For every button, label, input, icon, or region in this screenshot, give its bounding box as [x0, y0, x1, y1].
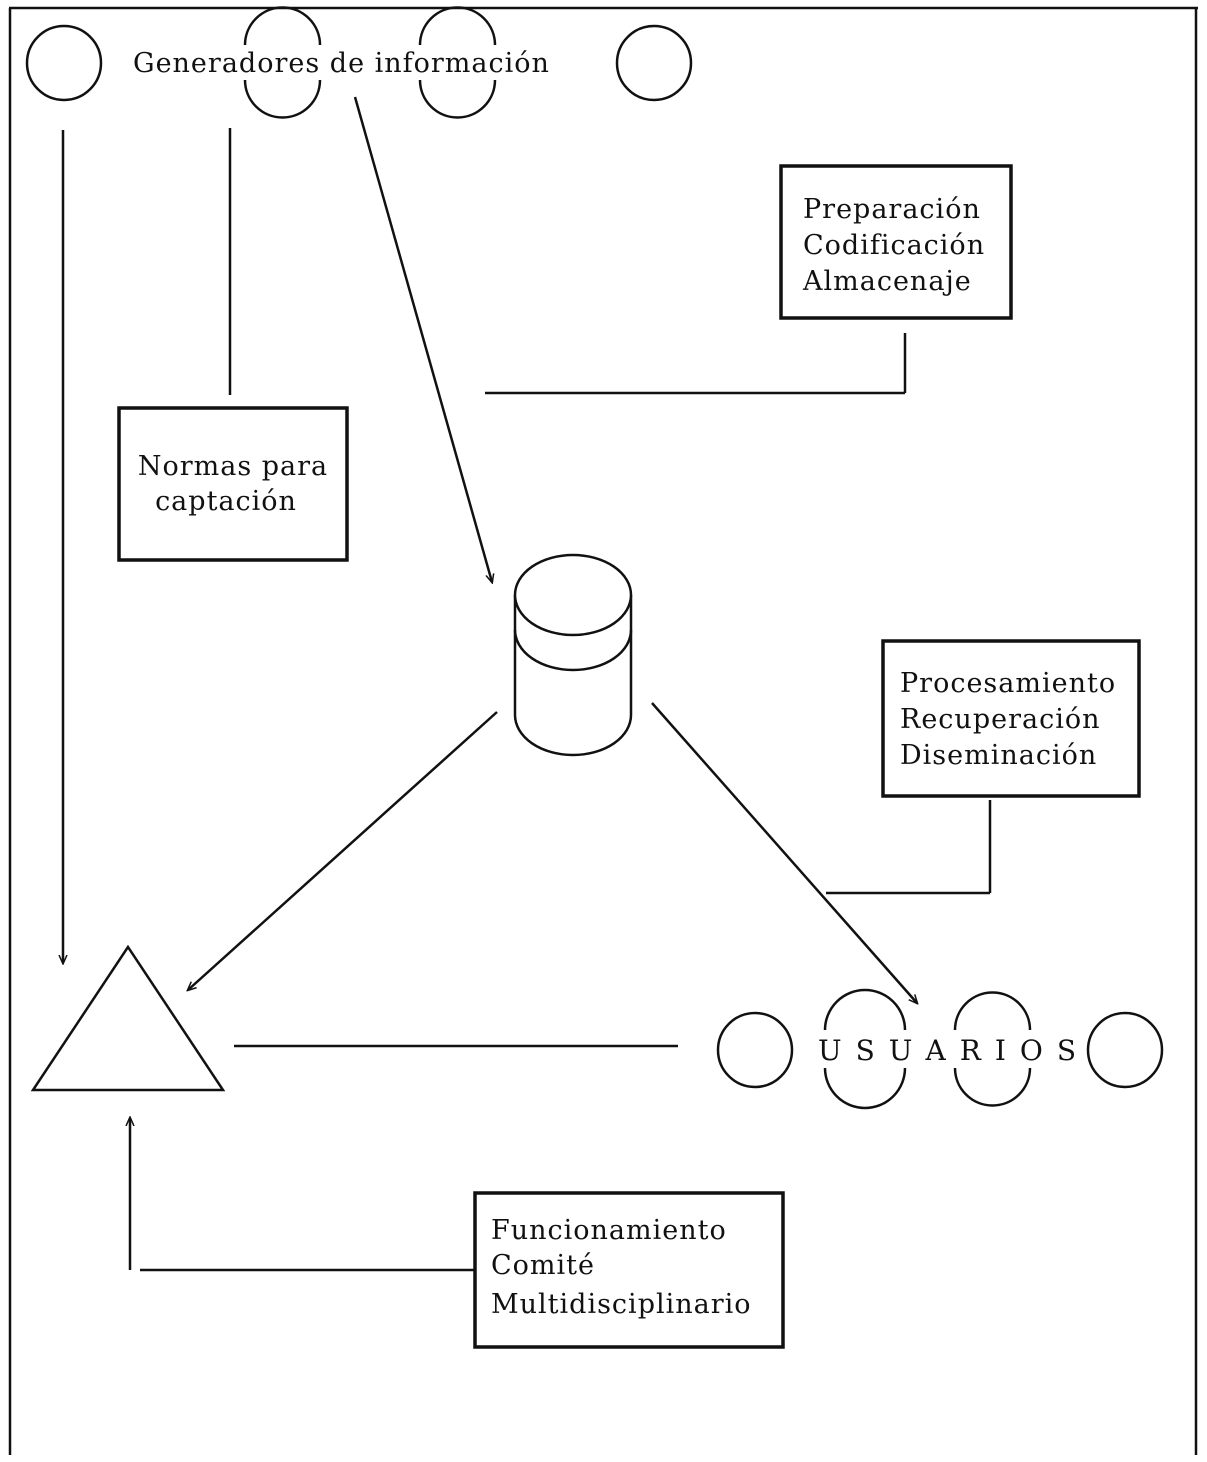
- normas-box: Normas para captación: [117, 406, 349, 562]
- database-cylinder: [513, 553, 633, 757]
- generator-arc-bottom-2: [418, 79, 497, 119]
- users-circle-right: [1086, 1011, 1164, 1089]
- cylinder-ring: [513, 629, 633, 672]
- connector-generators-to-database: [353, 96, 492, 582]
- users-node: USUARIOS: [716, 988, 1164, 1110]
- funcionamiento-line-3: Multidisciplinario: [491, 1289, 752, 1320]
- preparacion-line-2: Codificación: [803, 230, 985, 261]
- procesamiento-line-3: Diseminación: [900, 740, 1097, 771]
- generator-circle-left: [25, 24, 103, 102]
- generator-arc-bottom-1: [243, 79, 322, 119]
- preparacion-box-frame: [779, 164, 1013, 320]
- preparacion-box: Preparación Codificación Almacenaje: [779, 164, 1013, 320]
- funcionamiento-line-1: Funcionamiento: [491, 1215, 727, 1246]
- users-label: USUARIOS: [818, 1034, 1090, 1067]
- committee-triangle: [30, 944, 226, 1092]
- generators-label: Generadores de información: [133, 48, 550, 79]
- procesamiento-box-frame: [881, 639, 1141, 798]
- generator-arc-top-2: [418, 6, 497, 46]
- cylinder-body: [513, 595, 633, 757]
- users-arc-bottom-2: [953, 1067, 1032, 1107]
- users-arc-top-2: [953, 991, 1032, 1031]
- connector-database-to-users: [651, 702, 917, 1003]
- procesamiento-line-1: Procesamiento: [900, 668, 1116, 699]
- preparacion-line-3: Almacenaje: [802, 266, 972, 297]
- users-circle-left: [716, 1011, 794, 1089]
- procesamiento-box: Procesamiento Recuperación Diseminación: [881, 639, 1141, 798]
- normas-box-frame: [117, 406, 349, 562]
- information-generators-node: Generadores de información: [25, 6, 693, 119]
- normas-line-1: Normas para: [138, 451, 328, 482]
- users-arc-top-1: [823, 988, 907, 1031]
- generator-arc-top-1: [243, 6, 322, 46]
- normas-line-2: captación: [155, 486, 297, 517]
- procesamiento-line-2: Recuperación: [900, 704, 1101, 735]
- preparacion-line-1: Preparación: [803, 194, 981, 225]
- funcionamiento-line-2: Comité: [491, 1250, 595, 1281]
- generator-circle-right: [615, 24, 693, 102]
- funcionamiento-box: Funcionamiento Comité Multidisciplinario: [473, 1191, 785, 1349]
- connector-database-to-triangle: [188, 711, 498, 990]
- funcionamiento-box-frame: [473, 1191, 785, 1349]
- users-arc-bottom-1: [823, 1067, 907, 1110]
- cylinder-top: [513, 553, 633, 637]
